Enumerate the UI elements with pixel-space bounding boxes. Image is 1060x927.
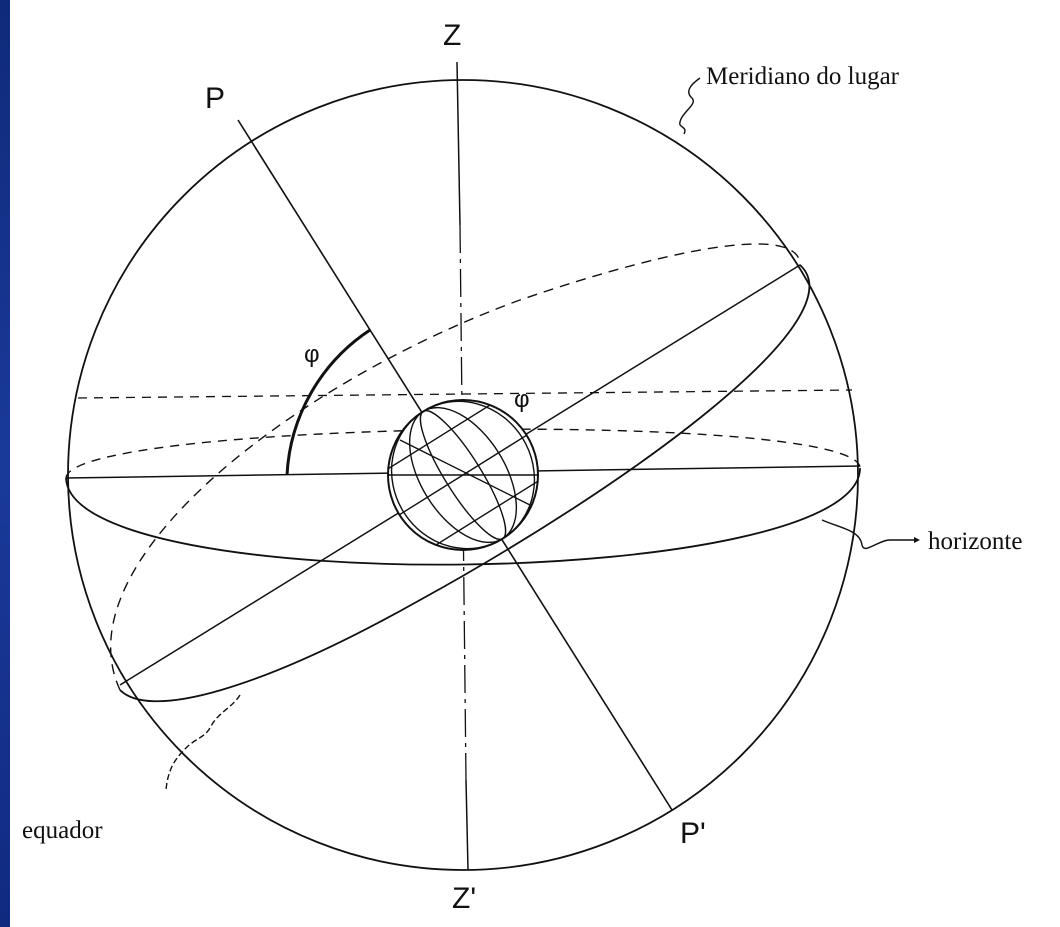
equator-front-half (119, 264, 811, 703)
zenith-axis-top (456, 61, 461, 226)
equator-label: equador (22, 817, 103, 844)
nadir-label: Z' (452, 882, 476, 915)
earth-globe (387, 399, 539, 551)
south-pole-label: P' (680, 817, 706, 850)
horizon-callout-arrow (914, 537, 920, 543)
zenith-label: Z (443, 19, 461, 52)
meridian-callout (679, 77, 701, 135)
dashed-parallel-line (77, 389, 853, 399)
nadir-axis-bottom (465, 779, 469, 871)
equator-callout (165, 694, 241, 791)
latitude-angle-label: φ (304, 341, 320, 368)
latitude-angle-arc (285, 328, 371, 476)
north-pole-label: P (205, 82, 225, 115)
celestial-sphere-diagram: Z Z' P P' φ φ Meridiano do lugar horizon… (22, 19, 1022, 915)
meridian-label: Meridiano do lugar (706, 63, 900, 90)
horizon-callout (821, 519, 914, 550)
latitude-angle-small-label: φ (514, 386, 530, 413)
horizon-label: horizonte (928, 528, 1022, 555)
horizon-front-half (65, 467, 861, 566)
diagram-panel: Z Z' P P' φ φ Meridiano do lugar horizon… (10, 0, 1060, 927)
equator-back-half (109, 243, 801, 691)
celestial-sphere-outline (67, 79, 859, 871)
